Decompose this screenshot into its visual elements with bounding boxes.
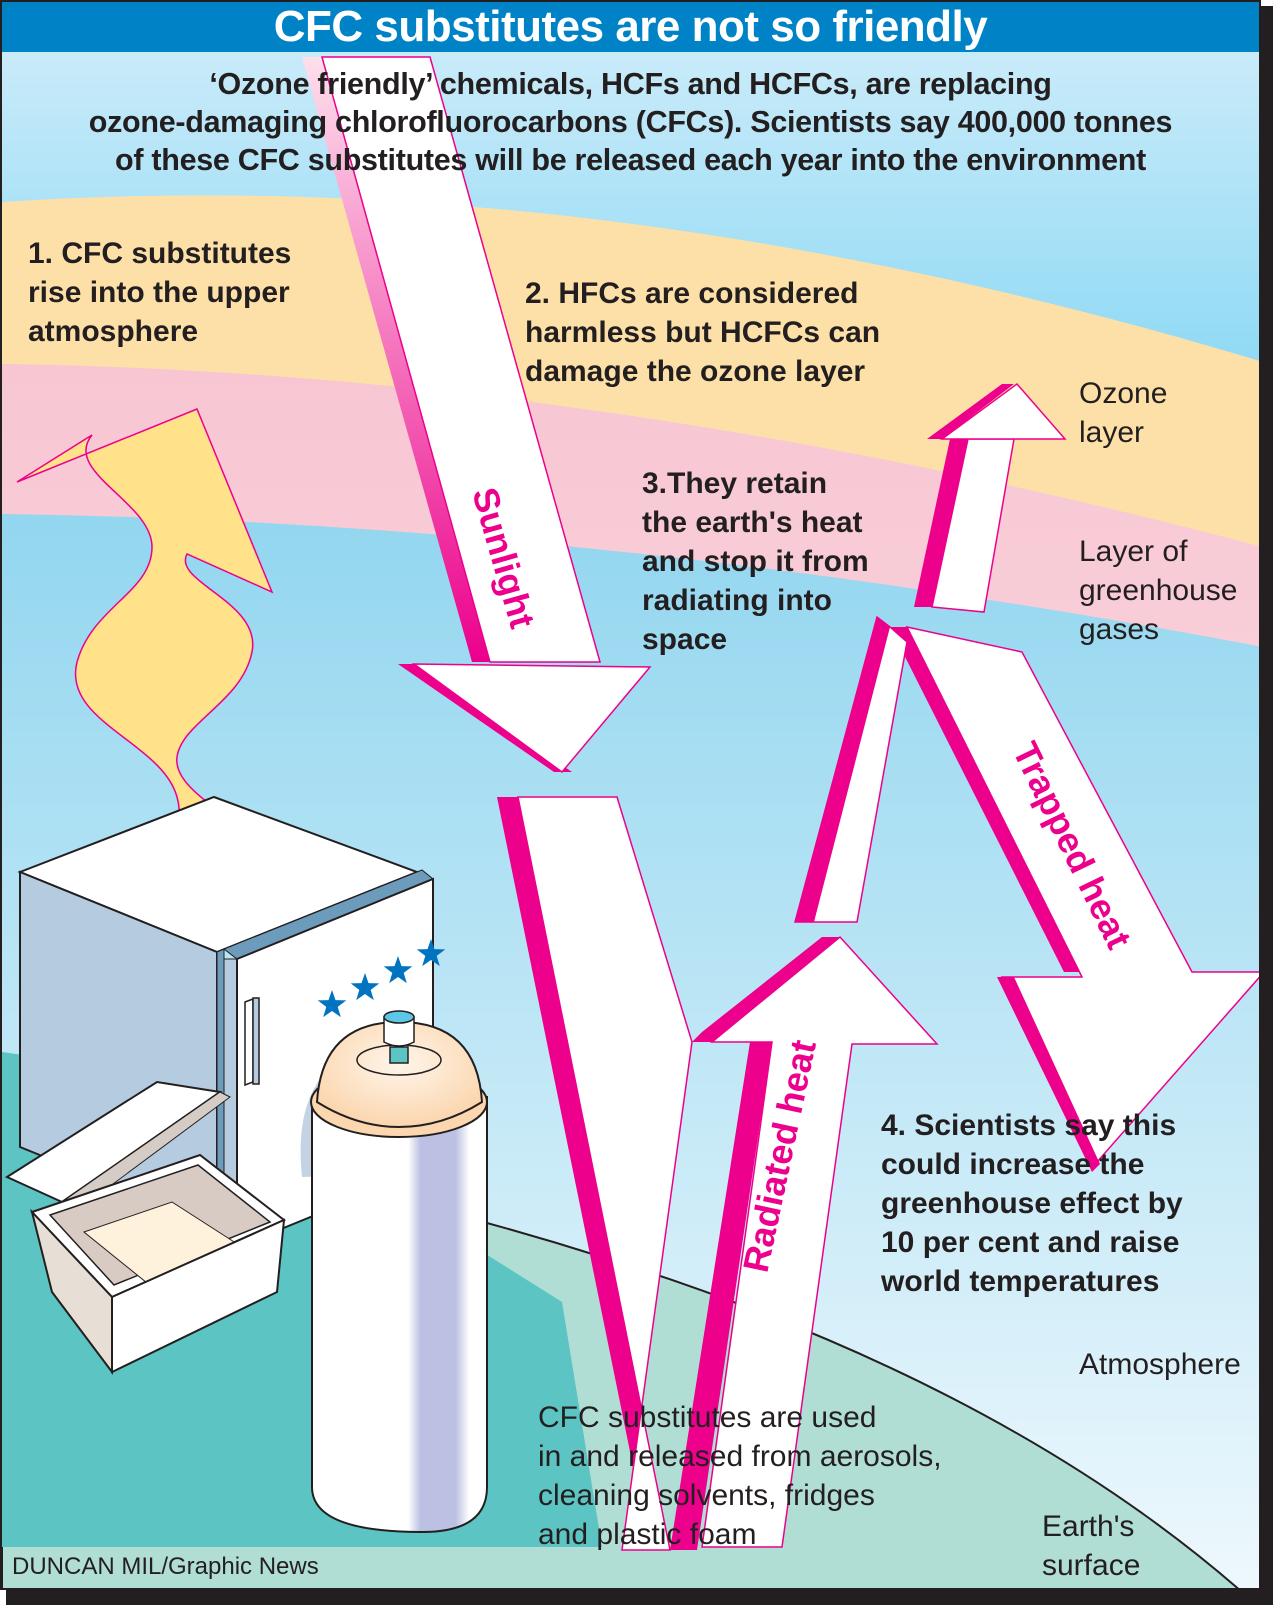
caption-line: atmosphere — [28, 315, 199, 348]
caption-line: world temperatures — [881, 1265, 1160, 1298]
uses-note: CFC substitutes are used in and released… — [538, 1398, 942, 1554]
caption-line: 1. CFC substitutes — [28, 237, 292, 270]
step-2-caption: 2. HFCs are considered harmless but HCFC… — [525, 274, 880, 391]
caption-line: and stop it from — [642, 545, 869, 578]
star-icon — [317, 990, 347, 1018]
caption-line: rise into the upper — [28, 276, 290, 309]
intro-line: ‘Ozone friendly’ chemicals, HCFs and HCF… — [209, 67, 1052, 101]
page-title: CFC substitutes are not so friendly — [2, 2, 1259, 52]
caption-line: could increase the — [881, 1148, 1145, 1181]
atmosphere-label: Atmosphere — [1079, 1348, 1241, 1381]
label-line: layer — [1079, 416, 1145, 449]
frame-shadow — [1261, 6, 1273, 1605]
note-line: cleaning solvents, fridges — [538, 1479, 875, 1512]
caption-line: 2. HFCs are considered — [525, 277, 859, 310]
caption-line: 3.They retain — [642, 467, 828, 500]
fridge-stars — [317, 939, 446, 1018]
aerosol-can — [310, 1010, 488, 1534]
star-icon — [350, 973, 380, 1001]
note-line: in and released from aerosols, — [538, 1440, 942, 1473]
caption-line: space — [642, 623, 728, 656]
label-line: Ozone — [1079, 377, 1168, 410]
caption-line: harmless but HCFCs can — [525, 316, 881, 349]
intro-line: of these CFC substitutes will be release… — [115, 143, 1146, 177]
label-line: gases — [1079, 613, 1160, 646]
step-3-caption: 3.They retain the earth's heat and stop … — [642, 464, 869, 659]
step-4-caption: 4. Scientists say this could increase th… — [881, 1106, 1183, 1301]
caption-line: 4. Scientists say this — [881, 1109, 1177, 1142]
label-line: Earth's — [1042, 1510, 1135, 1543]
caption-line: radiating into — [642, 584, 832, 617]
note-line: CFC substitutes are used — [538, 1401, 877, 1434]
label-line: surface — [1042, 1549, 1141, 1582]
earth-surface-label: Earth's surface — [1042, 1507, 1140, 1585]
foam-food-container — [4, 1080, 286, 1375]
caption-line: greenhouse effect by — [881, 1187, 1183, 1220]
sunlight-arrow: Sunlight — [302, 56, 652, 774]
escaping-heat-arrow — [914, 382, 1067, 613]
step-1-caption: 1. CFC substitutes rise into the upper a… — [28, 234, 291, 351]
star-icon — [416, 939, 446, 967]
infographic-artwork: Sunlight Radiated heat Trapped heat — [2, 52, 1259, 1588]
trapped-heat-arrow: Trapped heat — [794, 615, 1259, 1172]
caption-line: damage the ozone layer — [525, 355, 866, 388]
ozone-layer-label: Ozone layer — [1079, 374, 1167, 452]
intro-line: ozone-damaging chlorofluorocarbons (CFCs… — [88, 105, 1173, 139]
caption-line: 10 per cent and raise — [881, 1226, 1180, 1259]
radiated-heat-arrow: Radiated heat — [497, 796, 939, 1551]
note-line: and plastic foam — [538, 1518, 757, 1551]
greenhouse-layer-label: Layer of greenhouse gases — [1079, 532, 1237, 649]
label-line: Layer of — [1079, 535, 1188, 568]
label-line: greenhouse — [1079, 574, 1238, 607]
frame-shadow — [6, 1590, 1273, 1605]
intro-text: ‘Ozone friendly’ chemicals, HCFs and HCF… — [2, 65, 1259, 179]
credit-line: DUNCAN MIL/Graphic News — [12, 1553, 319, 1580]
caption-line: the earth's heat — [642, 506, 863, 539]
star-icon — [383, 956, 413, 984]
